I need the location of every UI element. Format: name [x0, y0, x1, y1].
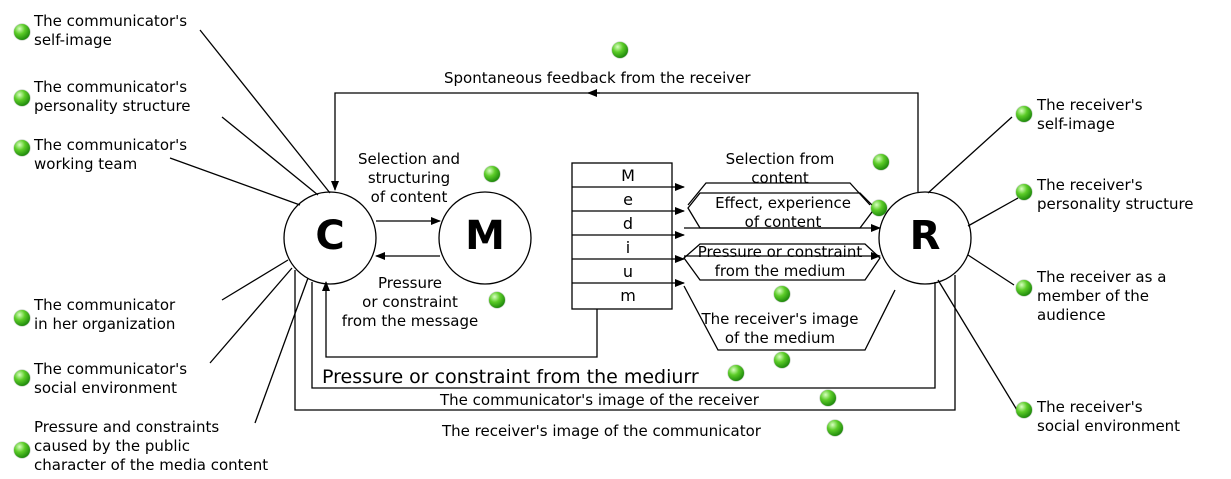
label-communicator-social-env: The communicator's social environment — [34, 360, 188, 397]
label-feedback: Spontaneous feedback from the receiver — [444, 69, 751, 87]
label-communicator-personality: The communicator's personality structure — [34, 78, 191, 115]
green-dot-icon — [489, 292, 505, 308]
label-communicator-organization: The communicator in her organization — [34, 296, 176, 333]
pressure-medium-line — [322, 281, 598, 358]
medium-letter-4: i — [625, 238, 631, 257]
receiver-image-comm-line — [294, 270, 956, 411]
label-receiver-image-comm: The receiver's image of the communicator — [442, 422, 761, 440]
green-dot-icon — [14, 310, 30, 326]
label-communicator-working-team: The communicator's working team — [34, 136, 188, 173]
label-public-character: Pressure and constraints caused by the p… — [34, 418, 269, 474]
label-receiver-self-image: The receiver's self-image — [1037, 96, 1143, 133]
label-comm-image-receiver: The communicator's image of the receiver — [440, 391, 759, 409]
medium-letter-5: u — [622, 262, 634, 281]
green-dot-icon — [14, 370, 30, 386]
green-dot-icon — [14, 90, 30, 106]
medium-letter-1: M — [621, 166, 635, 185]
receiver-node-letter: R — [909, 213, 941, 259]
green-dot-icon — [484, 166, 500, 182]
communicator-node-letter: C — [315, 213, 345, 259]
green-dot-icon — [1016, 280, 1032, 296]
green-dot-icon — [827, 420, 843, 436]
label-communicator-self-image: The communicator's self-image — [34, 12, 188, 49]
label-selection-structuring: Selection and structuring of content — [357, 150, 461, 206]
label-receiver-audience: The receiver as a member of the audience — [1037, 268, 1167, 324]
green-dot-icon — [612, 42, 628, 58]
medium-letter-6: m — [620, 286, 636, 305]
label-receiver-personality: The receiver's personality structure — [1037, 176, 1194, 213]
label-pressure-message: Pressure or constraint from the message — [341, 274, 479, 330]
receiver-circle — [878, 191, 972, 285]
green-dot-icon — [14, 140, 30, 156]
green-dot-icon — [1016, 184, 1032, 200]
green-dot-icon — [1016, 402, 1032, 418]
green-dot-icon — [873, 154, 889, 170]
label-pressure-medium-big: Pressure or constraint from the mediurr — [322, 366, 699, 388]
comm-image-receiver-line — [311, 282, 936, 389]
label-effect-experience: Effect, experience of content — [715, 194, 851, 231]
feedback-line — [331, 92, 919, 192]
green-dot-icon — [14, 442, 30, 458]
green-dot-icon — [14, 24, 30, 40]
green-dot-icon — [774, 352, 790, 368]
green-dot-icon — [820, 390, 836, 406]
label-receiver-social-env: The receiver's social environment — [1037, 398, 1181, 435]
message-node-letter: M — [465, 213, 505, 259]
green-dot-icon — [728, 365, 744, 381]
medium-letter-2: e — [623, 190, 633, 209]
label-receiver-image-medium: The receiver's image of the medium — [701, 310, 859, 347]
green-dot-icon — [1016, 106, 1032, 122]
green-dot-icon — [774, 286, 790, 302]
label-selection-from-content: Selection from content — [725, 150, 835, 187]
medium-letter-3: d — [622, 214, 634, 233]
green-dot-icon — [871, 200, 887, 216]
label-pressure-medium-receiver: Pressure or constraint from the medium — [697, 243, 863, 280]
message-circle — [438, 191, 532, 285]
